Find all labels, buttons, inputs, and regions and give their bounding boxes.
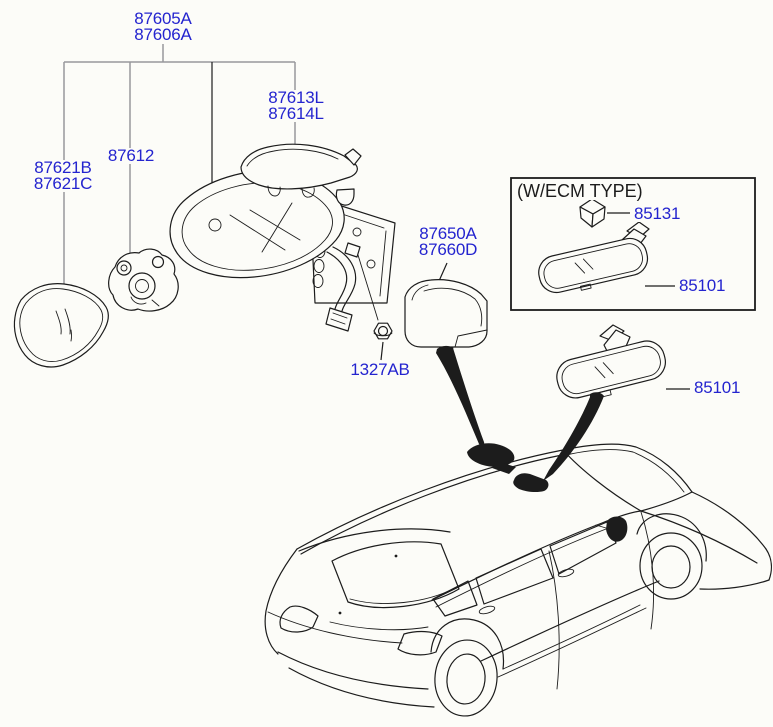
part-number-line1: 87621B — [34, 158, 92, 177]
side-mirror-marker — [467, 443, 515, 467]
holder-cover-drawing — [404, 279, 488, 354]
ecm-box-border — [510, 177, 756, 311]
part-label-nut[interactable]: 1327AB — [348, 360, 412, 379]
part-label-inside-mirror[interactable]: 85101 — [692, 378, 743, 397]
part-label-mirror-assembly[interactable]: 87605A 87606A — [132, 9, 194, 44]
ecm-box-title: (W/ECM TYPE) — [517, 181, 643, 201]
part-number-line2: 87614L — [268, 104, 324, 123]
inside-mirror-drawing — [556, 324, 666, 399]
part-number-line1: 87650A — [419, 224, 477, 243]
part-label-mirror-glass[interactable]: 87621B 87621C — [31, 158, 95, 193]
nut-drawing — [373, 322, 393, 340]
mirror-cover-drawing — [240, 143, 362, 206]
inside-mirror-marker — [513, 473, 549, 493]
part-number-line2: 87660D — [418, 240, 478, 259]
car-drawing — [264, 443, 772, 717]
far-side-mirror-silhouette — [606, 516, 628, 542]
part-number-line2: 87621C — [33, 174, 93, 193]
ecm-mirror-drawing — [538, 221, 650, 294]
arrow-to-inside-mirror — [543, 392, 604, 481]
part-number-line1: 87605A — [134, 9, 192, 28]
mirror-glass-drawing — [13, 283, 109, 368]
part-label-ecm-sensor[interactable]: 85131 — [632, 204, 683, 223]
pointer-arrows — [436, 345, 604, 493]
part-number-line2: 87606A — [134, 25, 192, 44]
arrow-to-side-mirror — [436, 345, 486, 452]
part-label-actuator[interactable]: 87612 — [105, 146, 157, 165]
ecm-box — [510, 177, 756, 311]
part-label-ecm-mirror[interactable]: 85101 — [677, 276, 728, 295]
mirror-actuator-drawing — [108, 248, 179, 312]
mirror-housing-drawing — [169, 170, 396, 332]
part-number-line1: 87613L — [268, 88, 324, 107]
part-label-holder-cover[interactable]: 87650A 87660D — [416, 224, 480, 259]
ecm-sensor-drawing — [579, 198, 606, 228]
part-label-mirror-cover[interactable]: 87613L 87614L — [266, 88, 326, 123]
